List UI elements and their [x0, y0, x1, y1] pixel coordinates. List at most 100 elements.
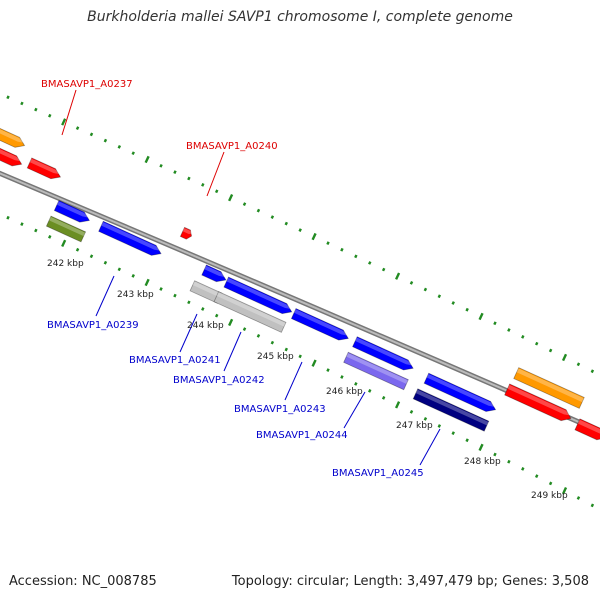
gene-feature-lavender[interactable] — [343, 351, 409, 391]
minor-tick-dot — [117, 145, 122, 149]
gene-label-reverse[interactable]: BMASAVP1_A0244 — [256, 430, 348, 441]
major-tick-mark — [478, 443, 484, 452]
minor-tick-dot — [187, 300, 191, 305]
major-tick-mark — [395, 401, 401, 409]
gene-feature-olive[interactable] — [45, 215, 87, 243]
gene-feature-blue[interactable] — [223, 276, 294, 317]
minor-tick-dot — [270, 215, 275, 219]
callout-line-a0242 — [223, 331, 242, 372]
minor-tick-dot — [201, 183, 205, 187]
minor-tick-dot — [159, 287, 163, 291]
minor-tick-dot — [340, 375, 344, 379]
minor-tick-dot — [381, 267, 386, 272]
major-tick-mark — [561, 487, 568, 495]
tick-label: 243 kbp — [117, 290, 154, 300]
gene-feature-red[interactable] — [574, 418, 600, 443]
minor-tick-dot — [256, 208, 261, 213]
minor-tick-dot — [465, 307, 469, 312]
gene-feature-red[interactable] — [26, 157, 63, 182]
minor-tick-dot — [214, 313, 219, 318]
minor-tick-dot — [242, 327, 247, 331]
gene-feature-navy[interactable] — [412, 388, 490, 432]
minor-tick-dot — [173, 170, 177, 175]
tick-label: 244 kbp — [187, 321, 224, 331]
minor-tick-dot — [354, 254, 358, 259]
minor-tick-dot — [465, 438, 469, 443]
minor-tick-dot — [521, 467, 525, 471]
minor-tick-dot — [34, 228, 38, 233]
gene-feature-orange[interactable] — [513, 367, 585, 409]
minor-tick-dot — [354, 382, 358, 386]
callout-line-a0240 — [206, 151, 225, 197]
minor-tick-dot — [34, 107, 38, 112]
minor-tick-dot — [340, 247, 344, 252]
minor-tick-dot — [437, 294, 442, 299]
label-callouts — [61, 89, 441, 466]
minor-tick-dot — [75, 247, 80, 252]
minor-tick-dot — [507, 328, 511, 332]
gene-feature-blue[interactable] — [98, 220, 164, 258]
gene-features — [0, 126, 600, 443]
minor-tick-dot — [548, 348, 553, 353]
minor-tick-dot — [48, 235, 52, 239]
minor-tick-dot — [493, 321, 497, 326]
minor-tick-dot — [381, 395, 386, 400]
minor-tick-dot — [326, 241, 330, 246]
minor-tick-dot — [409, 280, 414, 285]
gene-feature-orange[interactable] — [0, 126, 27, 150]
gene-feature-grey[interactable] — [213, 291, 287, 333]
gene-feature-red[interactable] — [504, 383, 574, 424]
minor-tick-dot — [298, 228, 302, 232]
major-tick-mark — [228, 318, 234, 327]
minor-tick-dot — [548, 481, 553, 486]
gene-feature-blue[interactable] — [53, 200, 91, 226]
gene-label-reverse[interactable]: BMASAVP1_A0242 — [173, 375, 265, 386]
dotted-guides — [6, 95, 595, 508]
tick-label: 247 kbp — [396, 421, 433, 431]
map-title: Burkholderia mallei SAVP1 chromosome I, … — [87, 9, 513, 25]
minor-tick-dot — [117, 267, 122, 272]
callout-line-a0245 — [419, 428, 441, 466]
minor-tick-dot — [20, 101, 24, 106]
gene-feature-blue[interactable] — [352, 336, 416, 374]
minor-tick-dot — [326, 368, 330, 372]
callout-line-a0243 — [284, 361, 303, 401]
major-tick-mark — [61, 239, 67, 248]
major-tick-mark — [144, 278, 150, 287]
gene-label-reverse[interactable]: BMASAVP1_A0245 — [332, 468, 424, 479]
minor-tick-dot — [521, 334, 525, 339]
gene-label-reverse[interactable]: BMASAVP1_A0241 — [129, 355, 221, 366]
minor-tick-dot — [284, 221, 288, 226]
minor-tick-dot — [534, 474, 539, 479]
minor-tick-dot — [493, 452, 497, 457]
gene-feature-blue[interactable] — [423, 372, 498, 415]
minor-tick-dot — [6, 215, 10, 220]
gene-label-forward[interactable]: BMASAVP1_A0240 — [186, 141, 278, 152]
minor-tick-dot — [576, 496, 581, 500]
minor-tick-dot — [6, 95, 10, 100]
minor-tick-dot — [75, 126, 80, 131]
gene-label-forward[interactable]: BMASAVP1_A0237 — [41, 79, 133, 90]
minor-tick-dot — [368, 389, 372, 393]
gene-feature-red[interactable] — [0, 146, 24, 169]
tick-label: 249 kbp — [531, 491, 568, 501]
gene-feature-grey[interactable] — [189, 280, 223, 304]
major-tick-mark — [228, 194, 234, 202]
minor-tick-dot — [242, 202, 247, 207]
genome-backbone — [0, 170, 600, 434]
minor-tick-dot — [590, 503, 595, 508]
tick-label: 246 kbp — [326, 387, 363, 397]
gene-label-reverse[interactable]: BMASAVP1_A0243 — [234, 404, 326, 415]
gene-feature-blue[interactable] — [201, 264, 228, 285]
gene-label-reverse[interactable]: BMASAVP1_A0239 — [47, 320, 139, 331]
gene-feature-red[interactable] — [179, 226, 193, 240]
callout-line-a0244 — [343, 391, 366, 429]
minor-tick-dot — [48, 113, 52, 118]
minor-tick-dot — [20, 222, 24, 226]
major-tick-mark — [478, 312, 484, 321]
minor-tick-dot — [507, 459, 511, 464]
gene-feature-blue[interactable] — [290, 308, 350, 344]
minor-tick-dot — [298, 354, 302, 359]
topology-summary: Topology: circular; Length: 3,497,479 bp… — [231, 574, 589, 589]
